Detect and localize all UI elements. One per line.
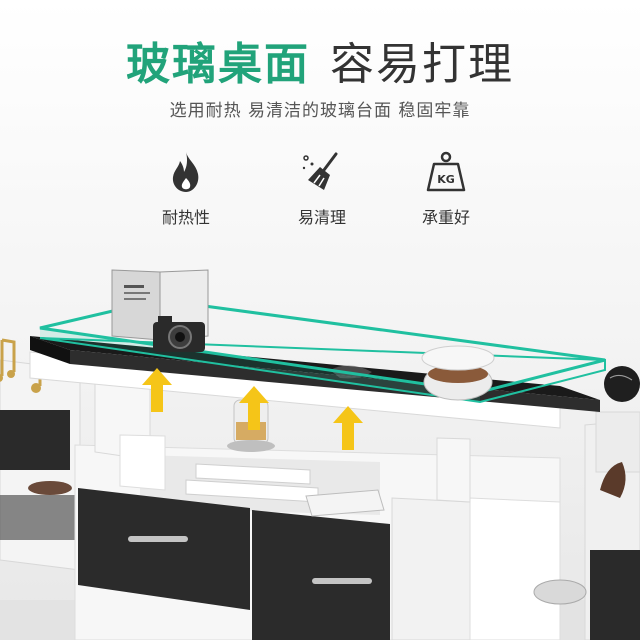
feature-label: 易清理 (297, 208, 346, 227)
arrow-up-icon (142, 368, 172, 412)
headline: 玻璃桌面容易打理 (0, 28, 640, 92)
feature-list: 耐热性 易清理 KG 承重好 (0, 150, 640, 230)
tv-cabinet-illustration (0, 269, 640, 640)
weight-icon-text: KG (437, 173, 455, 186)
subtitle: 选用耐热 易清洁的玻璃台面 稳固牢靠 (169, 101, 471, 121)
hero-section: 玻璃桌面容易打理 选用耐热 易清洁的玻璃台面 稳固牢靠 耐热性 易清理 (0, 0, 640, 240)
feature-heat-resistant: 耐热性 (126, 150, 246, 228)
feature-label: 承重好 (421, 208, 470, 227)
weight-icon: KG (426, 151, 466, 192)
feature-label: 耐热性 (161, 208, 210, 227)
product-photo (0, 240, 640, 640)
broom-icon (302, 152, 338, 190)
arrow-up-icon (239, 386, 269, 430)
headline-main: 玻璃桌面 (126, 39, 310, 90)
flame-icon (172, 152, 199, 192)
arrow-up-icon (333, 406, 363, 450)
headline-sub: 容易打理 (330, 39, 514, 90)
feature-easy-clean: 易清理 (262, 150, 382, 228)
feature-load-bearing: KG 承重好 (386, 150, 506, 228)
